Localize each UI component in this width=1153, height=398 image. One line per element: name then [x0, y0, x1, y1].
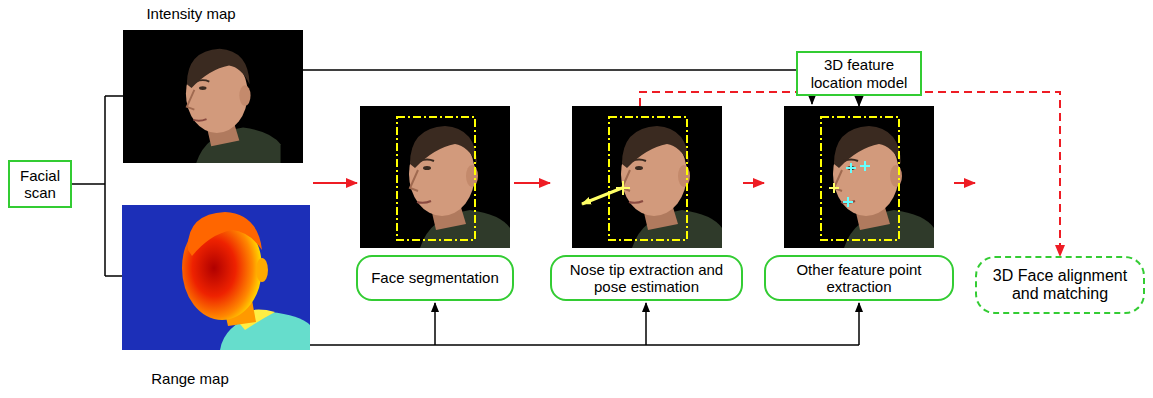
- node-text: Facial scan: [16, 167, 64, 202]
- node-text: Other feature point extraction: [774, 261, 944, 296]
- intensity-image: [123, 30, 303, 163]
- rounded-label-box: Other feature point extraction: [764, 255, 954, 301]
- flow-arrow: [514, 182, 550, 184]
- input-box: Facial scan: [8, 160, 72, 208]
- segmentation-image: [360, 106, 510, 248]
- rounded-label-box: Nose tip extraction and pose estimation: [550, 255, 743, 301]
- flow-arrow: [858, 96, 860, 106]
- wires: [72, 70, 859, 345]
- range-image: [122, 205, 310, 350]
- output-box: 3D Face alignment and matching: [975, 256, 1145, 314]
- node-text: Nose tip extraction and pose estimation: [560, 261, 733, 296]
- feature-points-image: [784, 106, 934, 248]
- node-text: Face segmentation: [371, 269, 499, 286]
- image-caption: Range map: [151, 370, 229, 387]
- node-text: 3D Face alignment and matching: [983, 267, 1137, 304]
- model-box: 3D feature location model: [796, 51, 922, 96]
- flow-arrow: [743, 182, 764, 184]
- flow-arrow: [954, 182, 975, 184]
- process-step: Face segmentation: [356, 106, 514, 301]
- rounded-label-box: Face segmentation: [356, 255, 514, 301]
- process-step: Nose tip extraction and pose estimation: [550, 106, 743, 301]
- image-caption: Intensity map: [146, 5, 235, 22]
- process-step: Other feature point extraction: [764, 106, 954, 301]
- nose-tip-image: [572, 106, 722, 248]
- node-text: 3D feature location model: [804, 56, 914, 91]
- flow-arrow: [640, 92, 1060, 256]
